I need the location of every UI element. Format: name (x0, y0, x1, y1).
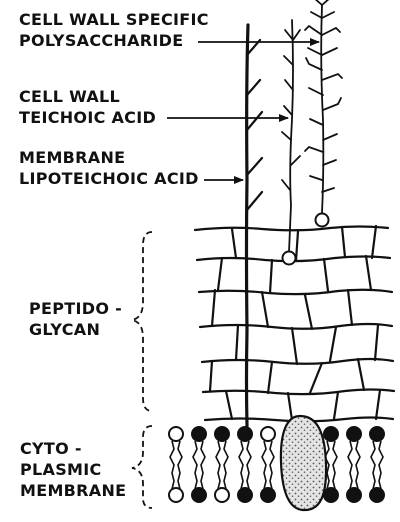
label-line: GLYCAN (29, 320, 101, 339)
phospholipid-head-open (260, 426, 276, 442)
peptidoglycan-layer (193, 224, 396, 423)
phospholipid-head-open (168, 487, 184, 503)
label-line: PLASMIC (20, 460, 102, 479)
phospholipid-head-open (214, 487, 230, 503)
label-line: PEPTIDO - (29, 299, 123, 318)
phospholipid-heads-top (168, 426, 385, 442)
polysaccharide-anchor (314, 212, 330, 228)
phospholipid-head-filled (191, 487, 207, 503)
phospholipid-head-open (168, 426, 184, 442)
label-line: MEMBRANE (19, 148, 126, 167)
label-line: CELL WALL SPECIFIC (19, 10, 209, 29)
label-peptidoglycan: PEPTIDO - GLYCAN (29, 298, 122, 340)
phospholipid-head-filled (214, 426, 230, 442)
phospholipid-head-filled (346, 426, 362, 442)
label-membrane-lipoteichoic-acid: MEMBRANE LIPOTEICHOIC ACID (19, 147, 199, 189)
polysaccharide-chain (304, 0, 343, 214)
phospholipid-head-filled (346, 487, 362, 503)
membrane-protein (279, 414, 328, 512)
region-braces (131, 231, 153, 509)
label-line: POLYSACCHARIDE (19, 31, 184, 50)
phospholipid-heads-bottom (168, 487, 385, 503)
phospholipid-head-filled (323, 426, 339, 442)
lipoteichoic-acid-chain (244, 23, 264, 428)
phospholipid-head-filled (237, 426, 253, 442)
phospholipid-head-filled (323, 487, 339, 503)
phospholipid-head-filled (369, 426, 385, 442)
phospholipid-head-filled (260, 487, 276, 503)
label-cell-wall-teichoic-acid: CELL WALL TEICHOIC ACID (19, 86, 156, 128)
teichoic-acid-anchor (281, 250, 297, 266)
phospholipid-tails (169, 440, 384, 496)
wall-teichoic-acid-chain (281, 19, 301, 253)
label-cytoplasmic-membrane: CYTO - PLASMIC MEMBRANE (20, 438, 126, 501)
peptidoglycan-brace (131, 231, 153, 412)
label-line: MEMBRANE (20, 481, 127, 500)
label-line: TEICHOIC ACID (19, 108, 157, 127)
membrane-brace (131, 425, 153, 509)
label-cell-wall-polysaccharide: CELL WALL SPECIFIC POLYSACCHARIDE (19, 9, 209, 51)
label-line: CELL WALL (19, 87, 121, 106)
label-line: LIPOTEICHOIC ACID (19, 169, 199, 188)
leader-arrows (167, 38, 320, 184)
phospholipid-head-filled (237, 487, 253, 503)
phospholipid-head-filled (369, 487, 385, 503)
label-line: CYTO - (20, 439, 82, 458)
phospholipid-head-filled (191, 426, 207, 442)
